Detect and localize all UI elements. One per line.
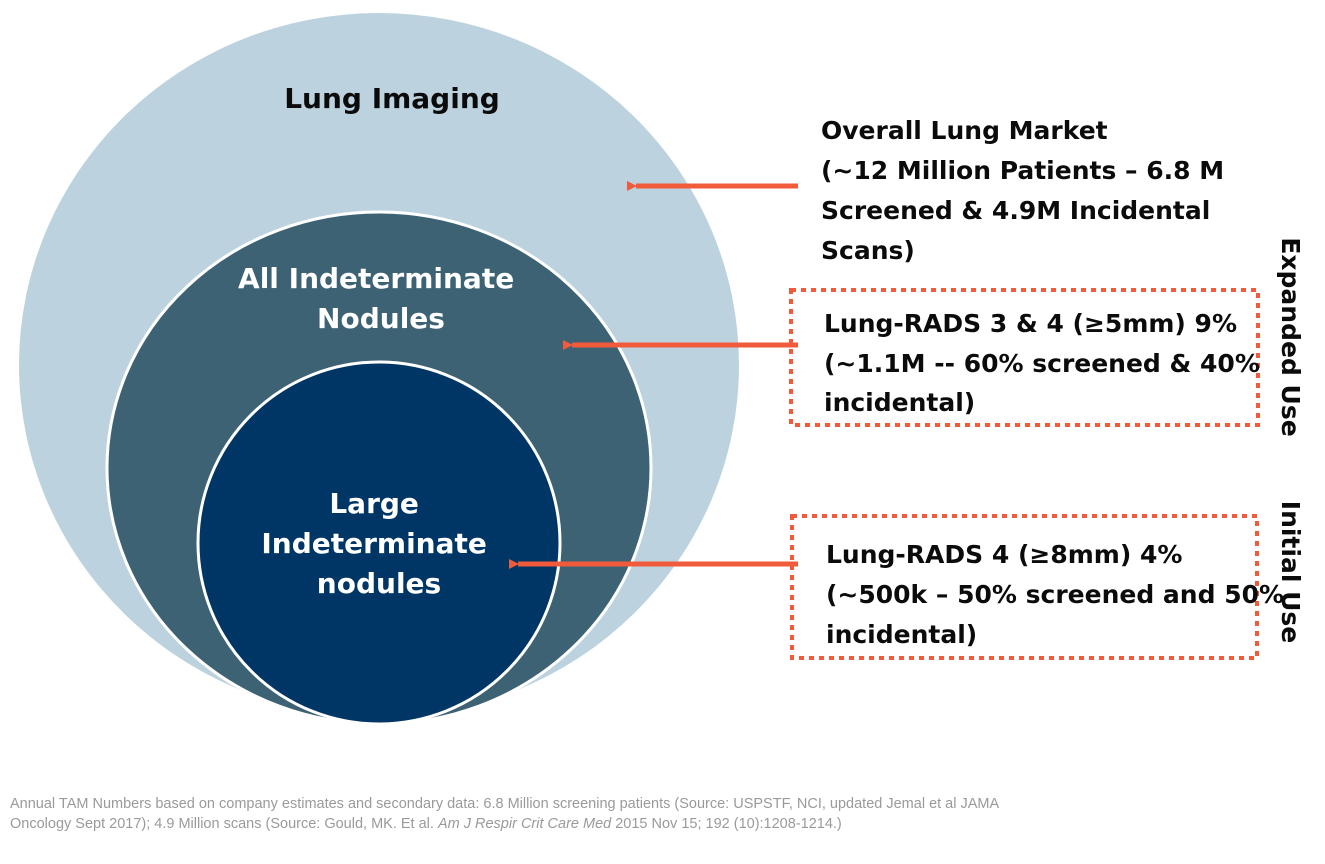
callout-lung-rads-3-4-line-2: (~1.1M -- 60% screened & 40% bbox=[824, 349, 1260, 378]
footnote-journal: Am J Respir Crit Care Med bbox=[437, 816, 612, 832]
middle-circle-label: All Indeterminate Nodules bbox=[238, 262, 524, 335]
side-label-initial-use: Initial Use bbox=[1276, 501, 1305, 643]
box-lung-rads-3-4 bbox=[789, 288, 1260, 427]
middle-circle-label-line-1: All Indeterminate bbox=[238, 262, 514, 295]
inner-circle-large-indeterminate bbox=[196, 360, 562, 726]
callout-lung-rads-4-line-1: Lung-RADS 4 (≥8mm) 4% bbox=[826, 540, 1182, 569]
callout-lung-rads-4-line-2: (~500k – 50% screened and 50% bbox=[826, 580, 1284, 609]
inner-circle-label-line-2: Indeterminate bbox=[261, 527, 487, 560]
source-footnote: Annual TAM Numbers based on company esti… bbox=[10, 794, 1030, 834]
callout-lung-rads-3-4: Lung-RADS 3 & 4 (≥5mm) 9% (~1.1M -- 60% … bbox=[824, 309, 1269, 417]
footnote-text-part-2: 2015 Nov 15; 192 (10):1208-1214.) bbox=[611, 816, 842, 832]
box-lung-rads-4 bbox=[790, 514, 1259, 660]
footnote-text-part-1: Annual TAM Numbers based on company esti… bbox=[10, 796, 999, 832]
inner-circle-label-line-1: Large bbox=[329, 487, 419, 520]
callout-overall-market-line-2: (~12 Million Patients – 6.8 M bbox=[821, 156, 1224, 185]
outer-circle-label: Lung Imaging bbox=[284, 82, 500, 115]
callout-lung-rads-4-line-3: incidental) bbox=[826, 620, 977, 649]
callout-overall-market: Overall Lung Market (~12 Million Patient… bbox=[821, 116, 1233, 265]
side-label-expanded-use: Expanded Use bbox=[1276, 237, 1305, 436]
inner-circle-label: Large Indeterminate nodules bbox=[261, 487, 496, 600]
callout-overall-market-line-4: Scans) bbox=[821, 236, 915, 265]
callout-lung-rads-4: Lung-RADS 4 (≥8mm) 4% (~500k – 50% scree… bbox=[826, 540, 1293, 649]
middle-circle-label-line-2: Nodules bbox=[317, 302, 445, 335]
callout-overall-market-line-1: Overall Lung Market bbox=[821, 116, 1108, 145]
inner-circle-label-line-3: nodules bbox=[317, 567, 441, 600]
callout-lung-rads-3-4-line-3: incidental) bbox=[824, 388, 975, 417]
callout-overall-market-line-3: Screened & 4.9M Incidental bbox=[821, 196, 1210, 225]
callout-lung-rads-3-4-line-1: Lung-RADS 3 & 4 (≥5mm) 9% bbox=[824, 309, 1237, 338]
